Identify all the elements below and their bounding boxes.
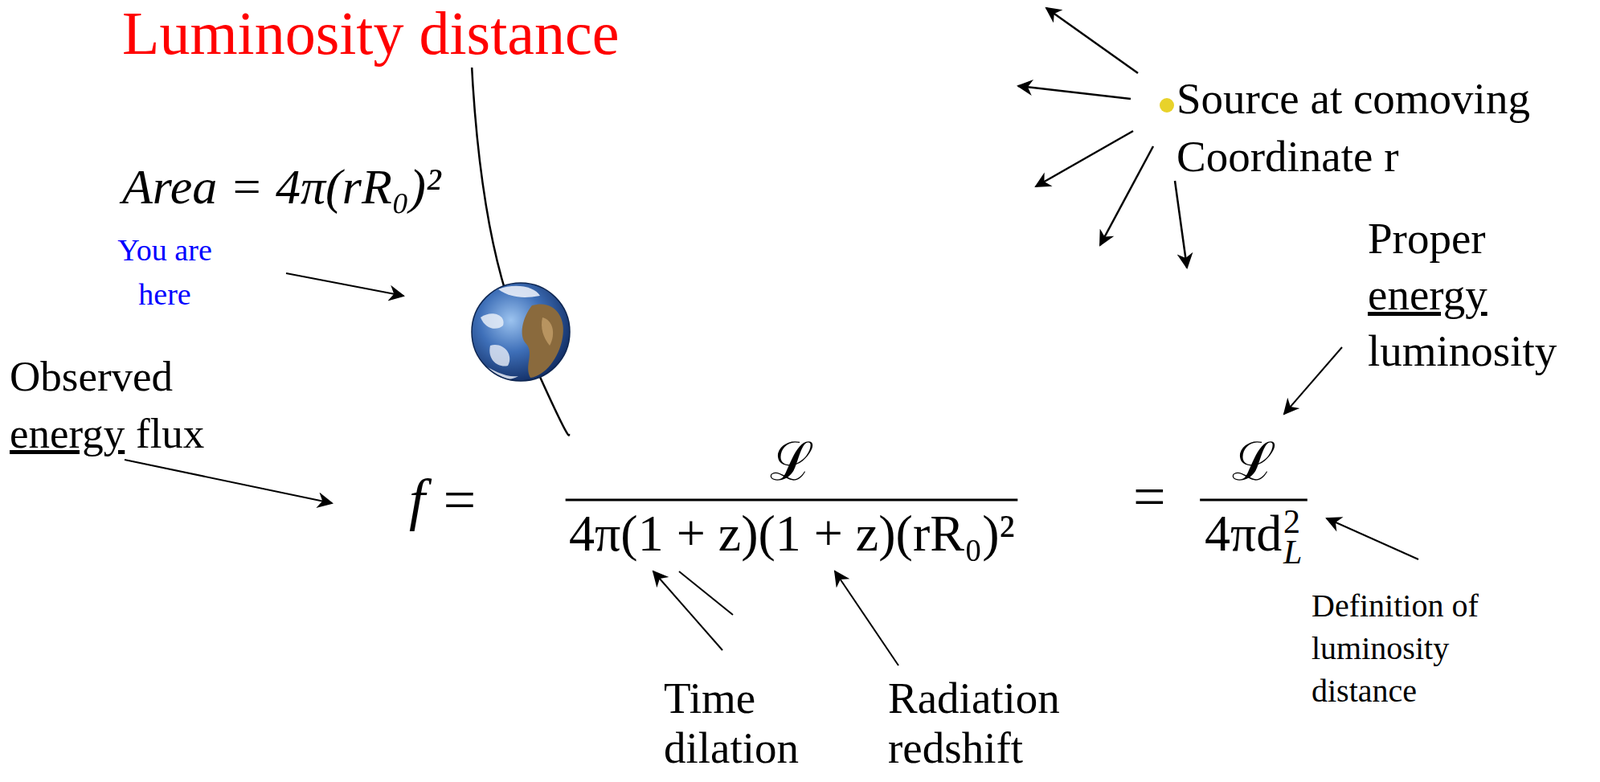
source-dot [1159,98,1175,113]
leader-arrows [124,273,1419,666]
formula-part: L [1283,531,1302,573]
you-are-here: You are here [96,228,234,317]
callout-label: Radiation redshift [887,673,1101,773]
earth-picture [471,282,570,381]
formula-part: 4πd [1204,503,1282,565]
formula-part: 4π(1 + z)(1 + z)(rR₀)² [568,503,1015,565]
fraction-bar [565,499,1019,502]
source-label: Source at comoving Coordinate r [1176,69,1591,185]
definition-note: Definition of luminosity distance [1311,584,1545,713]
axis-label: flux [135,408,205,460]
axis-label: energy [9,408,125,460]
formula-part: ℒ [1231,429,1277,494]
axis-label: energy [1367,268,1488,322]
fraction-bar [1199,499,1308,502]
formula-part: = [1133,462,1167,532]
callout-label: Time dilation [663,673,837,773]
tick-mark [679,571,733,615]
title: Luminosity distance [118,0,622,68]
axis-label: Observed [9,351,173,403]
formula-part: ℒ [769,429,815,494]
area-formula: Area = 4π(rR₀)² [118,156,445,217]
axis-label: luminosity [1367,324,1557,378]
formula-part: f = [409,465,479,535]
emitted-rays [1018,8,1187,268]
axis-label: Proper [1367,212,1486,266]
